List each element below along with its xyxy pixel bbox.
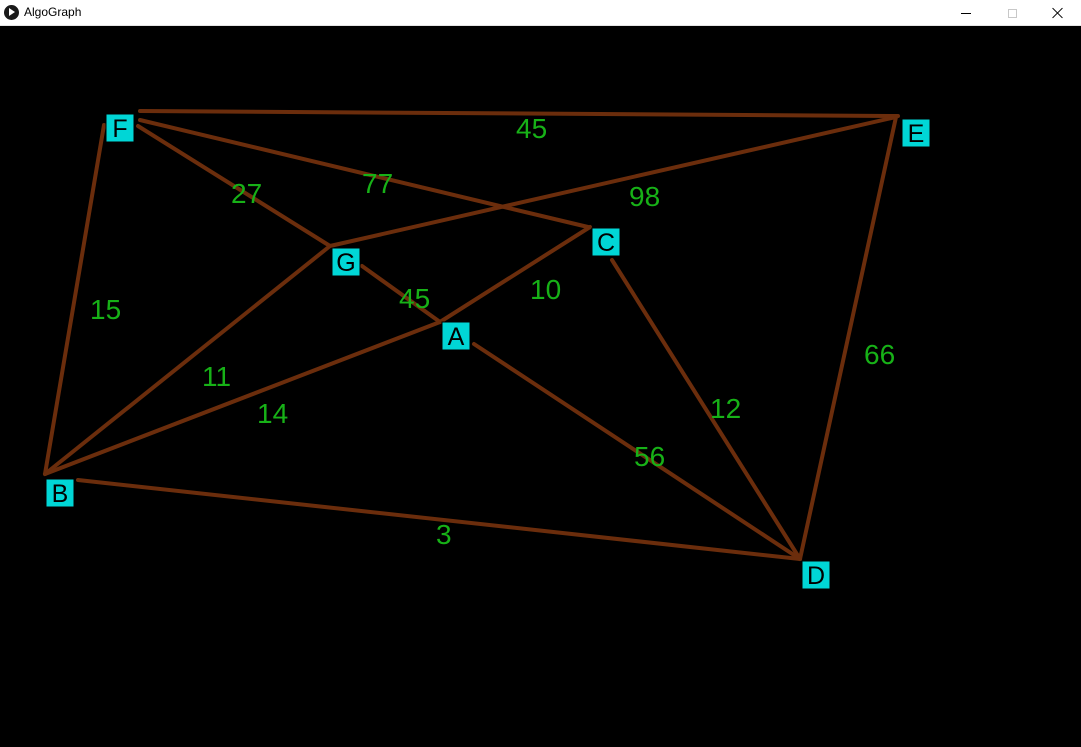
edge-weight-f-b: 15 <box>90 294 121 325</box>
nodes-layer: F E C G A B D <box>45 113 931 590</box>
node-box[interactable] <box>591 227 621 257</box>
node-box[interactable] <box>105 113 135 143</box>
node-b[interactable]: B <box>45 478 75 508</box>
edge-weight-f-g: 27 <box>231 178 262 209</box>
edge-weight-f-e: 45 <box>516 113 547 144</box>
node-label: E <box>908 120 925 148</box>
edge-weight-g-a: 45 <box>399 283 430 314</box>
node-box[interactable] <box>901 118 931 148</box>
node-d[interactable]: D <box>801 560 831 590</box>
maximize-button[interactable] <box>989 0 1035 26</box>
node-label: A <box>448 323 465 351</box>
play-circle-icon <box>4 5 19 20</box>
edge-b-d <box>76 478 802 561</box>
edge-f-e <box>138 109 900 118</box>
node-box[interactable] <box>441 321 471 351</box>
close-icon <box>1052 7 1064 19</box>
node-label: C <box>597 229 615 257</box>
edge-f-b <box>43 123 106 476</box>
edge-weight-g-b: 11 <box>202 361 231 392</box>
window-title: AlgoGraph <box>24 5 82 19</box>
title-bar[interactable]: AlgoGraph <box>0 0 1081 26</box>
edge-b-a <box>43 320 442 476</box>
maximize-icon <box>1007 8 1017 18</box>
edge-weight-a-c: 10 <box>530 274 561 305</box>
node-label: F <box>112 115 127 143</box>
node-c[interactable]: C <box>591 227 621 257</box>
node-label: D <box>807 562 825 590</box>
edge-weight-g-e: 98 <box>629 181 660 212</box>
edge-g-b <box>43 244 332 476</box>
node-box[interactable] <box>331 247 361 277</box>
edge-e-d <box>798 115 898 561</box>
node-a[interactable]: A <box>441 321 471 351</box>
edge-g-a <box>360 264 442 324</box>
edge-weight-f-c: 77 <box>362 168 393 199</box>
edge-c-d <box>610 258 802 561</box>
close-button[interactable] <box>1035 0 1081 26</box>
edge-weight-a-d: 56 <box>634 441 665 472</box>
node-label: G <box>336 249 355 277</box>
graph-canvas[interactable]: 45 27 77 98 15 45 10 66 11 14 12 56 3 F E C G A B D <box>0 26 1081 747</box>
minimize-icon <box>961 12 971 14</box>
edge-weight-b-a: 14 <box>257 398 288 429</box>
edge-weight-b-d: 3 <box>436 519 452 550</box>
edges-layer <box>43 109 900 561</box>
edge-a-c <box>438 225 592 324</box>
node-label: B <box>52 480 69 508</box>
edge-f-g <box>136 124 332 248</box>
edge-weights-layer: 45 27 77 98 15 45 10 66 11 14 12 56 3 <box>90 113 895 550</box>
node-e[interactable]: E <box>901 118 931 148</box>
edge-weight-c-d: 12 <box>710 393 741 424</box>
node-box[interactable] <box>801 560 831 590</box>
edge-a-d <box>472 342 802 561</box>
node-f[interactable]: F <box>105 113 135 143</box>
edge-weight-e-d: 66 <box>864 339 895 370</box>
edge-g-e <box>328 115 898 248</box>
edge-f-c <box>138 118 590 229</box>
node-box[interactable] <box>45 478 75 508</box>
minimize-button[interactable] <box>943 0 989 26</box>
node-g[interactable]: G <box>331 247 361 277</box>
graph-drawing: 45 27 77 98 15 45 10 66 11 14 12 56 3 F E C G A B D <box>43 109 931 590</box>
